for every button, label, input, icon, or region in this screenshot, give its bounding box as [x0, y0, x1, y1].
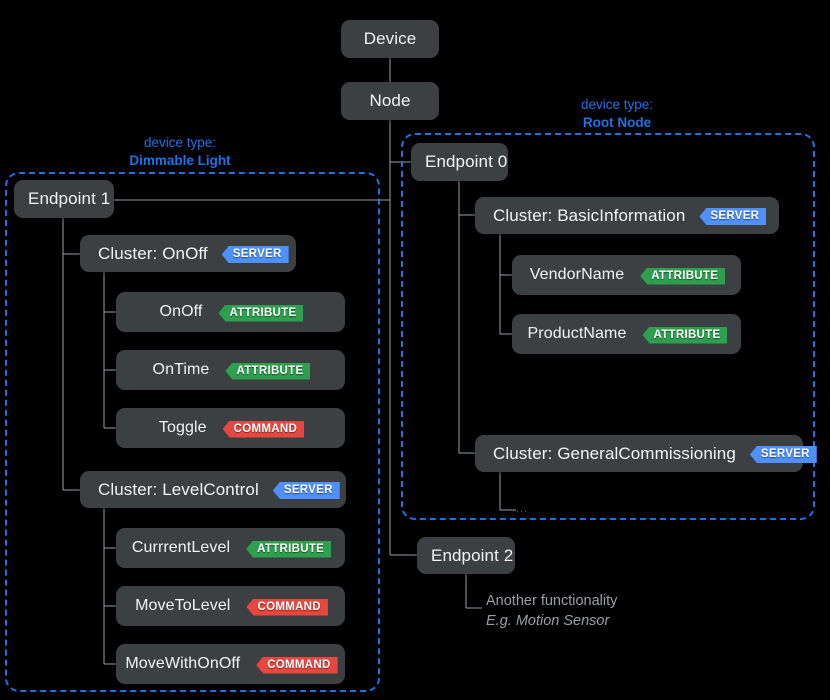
- attribute-badge: ATTRIBUTE: [640, 267, 726, 285]
- server-badge: SERVER: [749, 446, 817, 463]
- node-endpoint-1-label: Endpoint 1: [28, 189, 111, 208]
- item-productname-attribute-badge-wrap: ATTRIBUTE: [642, 325, 728, 344]
- attribute-badge: ATTRIBUTE: [642, 326, 728, 344]
- attribute-badge: ATTRIBUTE: [218, 304, 304, 322]
- endpoint-2-note-line2: E.g. Motion Sensor: [486, 613, 610, 629]
- item-onoff-attribute-label: OnOff: [159, 303, 203, 320]
- cluster-generalcommissioning[interactable]: Cluster: GeneralCommissioning SERVER: [475, 435, 817, 472]
- item-vendorname-attribute[interactable]: VendorName ATTRIBUTE: [512, 255, 741, 295]
- cluster-basicinformation[interactable]: Cluster: BasicInformation SERVER: [475, 197, 779, 234]
- item-onoff-attribute[interactable]: OnOff ATTRIBUTE: [116, 292, 345, 332]
- item-toggle-command[interactable]: Toggle COMMAND: [116, 408, 345, 448]
- group-caption-line1: device type:: [143, 135, 217, 150]
- cluster-levelcontrol-label: Cluster: LevelControl: [98, 479, 259, 499]
- endpoint-2-note-line1: Another functionality: [486, 593, 618, 609]
- cluster-basicinformation-label: Cluster: BasicInformation: [493, 205, 686, 225]
- node-endpoint-0[interactable]: Endpoint 0: [411, 143, 508, 181]
- node-endpoint-1[interactable]: Endpoint 1: [14, 180, 114, 218]
- item-onoff-attribute-badge-wrap: ATTRIBUTE: [218, 303, 304, 322]
- command-badge: COMMAND: [256, 656, 338, 674]
- item-ontime-attribute[interactable]: OnTime ATTRIBUTE: [116, 350, 345, 390]
- item-productname-attribute[interactable]: ProductName ATTRIBUTE: [512, 314, 741, 354]
- cluster-generalcommissioning-badge-wrap: SERVER: [749, 444, 817, 463]
- command-badge: COMMAND: [222, 420, 305, 438]
- group-caption-dimmable-light: device type: Dimmable Light: [90, 134, 270, 170]
- endpoint-2-note: Another functionality E.g. Motion Sensor: [486, 591, 617, 631]
- item-productname-attribute-label: ProductName: [527, 325, 627, 342]
- group-dimmable-light: [5, 172, 380, 692]
- group-caption-line1: device type:: [580, 97, 654, 112]
- node-endpoint-0-label: Endpoint 0: [425, 152, 508, 171]
- server-badge: SERVER: [699, 208, 767, 225]
- cluster-generalcommissioning-label: Cluster: GeneralCommissioning: [493, 443, 736, 463]
- group-root-node: [401, 133, 815, 520]
- node-node[interactable]: Node: [341, 82, 439, 120]
- item-ontime-attribute-badge-wrap: ATTRIBUTE: [225, 361, 311, 380]
- item-currentlevel-attribute-label: CurrrentLevel: [131, 539, 231, 556]
- cluster-onoff[interactable]: Cluster: OnOff SERVER: [80, 235, 296, 272]
- item-currentlevel-attribute[interactable]: CurrrentLevel ATTRIBUTE: [116, 528, 345, 568]
- command-badge: COMMAND: [246, 598, 328, 616]
- item-movetolevel-command-badge-wrap: COMMAND: [246, 597, 328, 616]
- node-endpoint-2[interactable]: Endpoint 2: [417, 537, 515, 574]
- server-badge: SERVER: [272, 482, 340, 499]
- attribute-badge: ATTRIBUTE: [246, 540, 332, 558]
- more-items-ellipsis: ...: [516, 503, 529, 515]
- item-toggle-command-label: Toggle: [158, 419, 207, 436]
- group-caption-line2: Dimmable Light: [129, 153, 231, 168]
- cluster-basicinformation-badge-wrap: SERVER: [699, 206, 767, 225]
- node-device[interactable]: Device: [341, 20, 439, 58]
- item-movewithonoff-command[interactable]: MoveWithOnOff COMMAND: [116, 644, 345, 684]
- item-movewithonoff-command-label: MoveWithOnOff: [125, 655, 241, 672]
- node-node-label: Node: [369, 91, 411, 110]
- node-device-label: Device: [363, 29, 417, 48]
- item-vendorname-attribute-badge-wrap: ATTRIBUTE: [640, 266, 726, 285]
- cluster-levelcontrol[interactable]: Cluster: LevelControl SERVER: [80, 471, 346, 508]
- item-movewithonoff-command-badge-wrap: COMMAND: [256, 655, 338, 674]
- cluster-onoff-badge-wrap: SERVER: [221, 244, 289, 263]
- item-movetolevel-command-label: MoveToLevel: [135, 597, 231, 614]
- group-caption-root-node: device type: Root Node: [527, 96, 707, 132]
- node-endpoint-2-label: Endpoint 2: [431, 545, 514, 565]
- group-caption-line2: Root Node: [582, 115, 652, 130]
- cluster-levelcontrol-badge-wrap: SERVER: [272, 480, 340, 499]
- attribute-badge: ATTRIBUTE: [225, 362, 311, 380]
- item-movetolevel-command[interactable]: MoveToLevel COMMAND: [116, 586, 345, 626]
- item-toggle-command-badge-wrap: COMMAND: [222, 419, 305, 438]
- cluster-onoff-label: Cluster: OnOff: [98, 243, 208, 263]
- item-currentlevel-attribute-badge-wrap: ATTRIBUTE: [246, 539, 332, 558]
- item-vendorname-attribute-label: VendorName: [529, 266, 625, 283]
- item-ontime-attribute-label: OnTime: [152, 361, 210, 378]
- server-badge: SERVER: [221, 246, 289, 263]
